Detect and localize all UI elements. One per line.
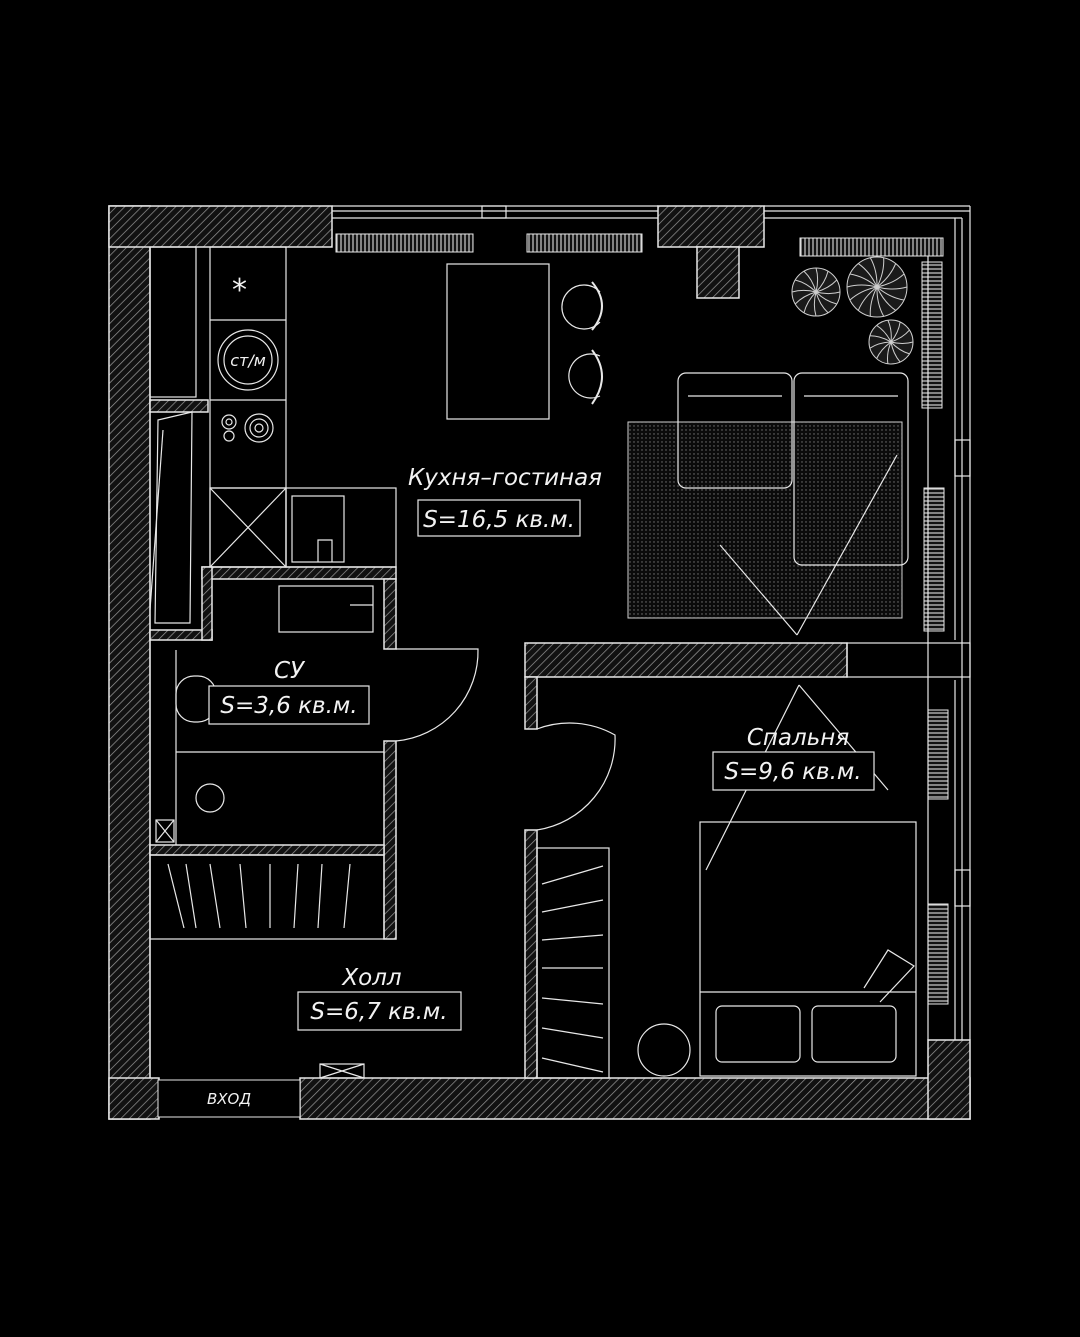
kitchen-living-name: Кухня–гостиная [408, 465, 602, 491]
plant-frond [813, 291, 817, 317]
plant-frond [890, 329, 910, 343]
plant-frond [876, 324, 892, 343]
bathroom-area: S=3,6 кв.м. [220, 693, 357, 719]
plant-frond [846, 284, 878, 288]
interior-walls [149, 399, 971, 1079]
sofa-area [627, 372, 909, 636]
right-windows [921, 206, 971, 1040]
plant-frond [876, 286, 896, 311]
kitchen-unit: * ст/м [149, 246, 397, 1078]
plant-frond [803, 291, 817, 313]
plant-frond [815, 267, 819, 293]
plant-frond [858, 263, 878, 288]
bathroom-name: СУ [274, 658, 306, 684]
hall-area: S=6,7 кв.м. [310, 999, 447, 1025]
plant-frond [890, 341, 914, 344]
plant-frond [890, 341, 901, 363]
outer-walls [108, 205, 971, 1120]
entry-door [157, 1079, 301, 1118]
plant-frond [815, 291, 837, 305]
hall-wardrobe [149, 854, 385, 1118]
plant-frond [869, 257, 878, 288]
plant-frond [876, 273, 905, 288]
plant-frond [794, 291, 817, 305]
top-windows [332, 205, 970, 257]
plant-frond [849, 273, 878, 288]
plant-frond [876, 263, 897, 288]
room-labels: Кухня–гостиная S=16,5 кв.м. СУ S=3,6 кв.… [207, 465, 875, 1108]
plant-frond [791, 289, 817, 293]
plant-frond [857, 286, 878, 311]
plant-frond [869, 335, 892, 343]
plant-frond [869, 341, 892, 349]
bedroom-furniture [536, 684, 917, 1079]
plant-frond [795, 279, 817, 293]
plant-frond [815, 279, 838, 293]
kitchen-living-area: S=16,5 кв.м. [423, 507, 575, 533]
plant-frond [876, 286, 885, 317]
plant-frond [887, 341, 892, 364]
fridge-mark: * [232, 273, 247, 308]
bedroom-area: S=9,6 кв.м. [724, 759, 861, 785]
dining-set [446, 263, 603, 420]
plant-frond [849, 286, 878, 301]
washer-label: ст/м [230, 351, 266, 370]
plant-frond [815, 271, 829, 293]
plant-frond [876, 286, 908, 290]
plant-frond [815, 291, 841, 295]
plant-frond [890, 341, 910, 355]
plant-frond [890, 321, 901, 343]
hall-name: Холл [341, 965, 402, 991]
bedroom-name: Спальня [747, 725, 849, 751]
plant-frond [887, 320, 892, 343]
plant-frond [876, 257, 885, 288]
plant-frond [803, 270, 817, 293]
plant-frond [869, 286, 878, 317]
entrance-label: ВХОД [207, 1090, 251, 1108]
plant-frond [815, 291, 829, 314]
plant-frond [876, 341, 892, 359]
plants [791, 256, 914, 365]
plant-frond [876, 286, 905, 301]
bathroom-fixtures [155, 585, 479, 845]
